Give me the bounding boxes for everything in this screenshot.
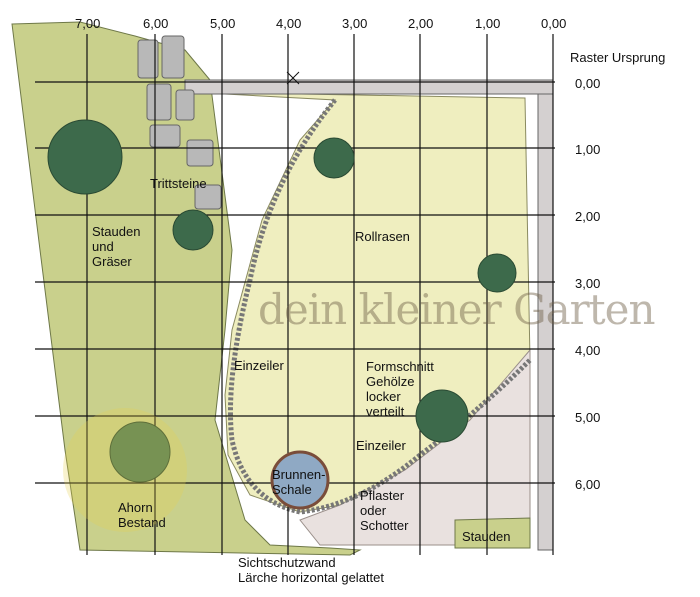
- x-axis-label: 1,00: [475, 16, 501, 31]
- label-einzeiler-left: Einzeiler: [234, 358, 284, 373]
- grid-cross-mark: [286, 71, 300, 85]
- label-rollrasen: Rollrasen: [355, 229, 410, 244]
- origin-label: Raster Ursprung: [570, 50, 666, 65]
- label-stauden-graeser: Stauden und Gräser: [92, 224, 141, 269]
- label-pflaster: Pflaster oder Schotter: [360, 488, 409, 533]
- shrub: [313, 137, 355, 179]
- y-axis-label: 0,00: [575, 76, 601, 91]
- label-stauden: Stauden: [462, 529, 511, 544]
- stauden-strip: [454, 517, 531, 549]
- x-axis-label: 7,00: [75, 16, 101, 31]
- y-axis-label: 3,00: [575, 276, 601, 291]
- y-axis-label: 5,00: [575, 410, 601, 425]
- label-brunnen: Brunnen- Schale: [272, 467, 326, 497]
- x-axis-label: 5,00: [210, 16, 236, 31]
- label-sichtschutz: Sichtschutzwand Lärche horizontal gelatt…: [238, 555, 384, 585]
- x-axis-label: 3,00: [342, 16, 368, 31]
- x-axis-label: 6,00: [143, 16, 169, 31]
- shrub: [415, 389, 469, 443]
- label-ahorn: Ahorn Bestand: [118, 500, 166, 530]
- label-trittsteine: Trittsteine: [150, 176, 207, 191]
- y-axis-label: 6,00: [575, 477, 601, 492]
- einzeiler-edge: [227, 98, 532, 515]
- y-axis-label: 2,00: [575, 209, 601, 224]
- stepping-stones: [137, 35, 222, 210]
- x-axis-label: 2,00: [408, 16, 434, 31]
- maple-tree: [109, 421, 171, 483]
- shrub: [477, 253, 517, 293]
- x-axis-label: 4,00: [276, 16, 302, 31]
- y-axis-label: 4,00: [575, 343, 601, 358]
- fountain-bowl: [270, 450, 330, 510]
- maple-foliage: [63, 408, 187, 532]
- shrub: [172, 209, 214, 251]
- y-axis-label: 1,00: [575, 142, 601, 157]
- label-formschnitt: Formschnitt Gehölze locker verteilt: [366, 359, 434, 419]
- watermark: dein kleiner Garten: [258, 285, 656, 334]
- tree-large: [47, 119, 123, 195]
- label-einzeiler-right: Einzeiler: [356, 438, 406, 453]
- x-axis-label: 0,00: [541, 16, 567, 31]
